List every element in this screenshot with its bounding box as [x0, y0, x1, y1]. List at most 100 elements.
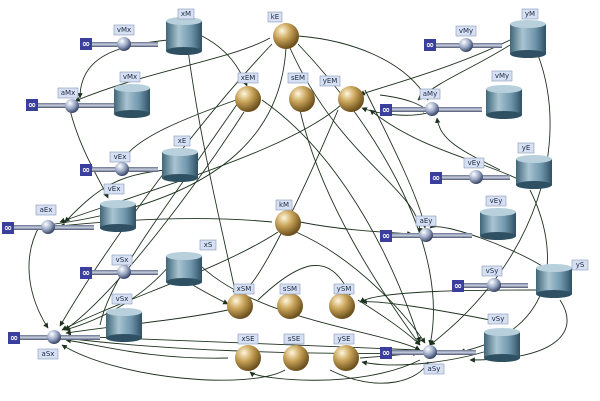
- flow-aSy[interactable]: ∞ aSy: [380, 345, 445, 375]
- stock-xM[interactable]: xM: [166, 8, 202, 55]
- sphere-kM[interactable]: kM: [275, 199, 301, 236]
- sphere-label: xSE: [241, 335, 254, 343]
- flow-aSx[interactable]: ∞ aSx: [8, 330, 61, 360]
- source-symbol: ∞: [82, 268, 90, 279]
- source-symbol: ∞: [82, 39, 90, 50]
- stock-vEy[interactable]: vEy: [480, 195, 516, 240]
- stock-yS[interactable]: yS: [536, 259, 589, 298]
- stock-label: xS: [204, 241, 213, 249]
- stock-label: vEy: [490, 197, 503, 205]
- source-symbol: ∞: [4, 223, 12, 234]
- sphere-xEM[interactable]: xEM: [235, 72, 261, 112]
- sphere-label: xSM: [237, 285, 252, 293]
- auxiliaries: kE xEM sEM yEM kM xSM: [227, 11, 364, 371]
- source-symbol: ∞: [382, 348, 390, 359]
- sphere-sSE[interactable]: sSE: [283, 333, 309, 371]
- sphere-label: xEM: [241, 74, 256, 82]
- source-icon: [80, 267, 92, 279]
- source-icon: [380, 347, 392, 359]
- source-symbol: ∞: [382, 105, 390, 116]
- flow-vSx[interactable]: ∞ vSx: [80, 254, 133, 279]
- stock-xS[interactable]: xS: [166, 239, 217, 286]
- valve-icon: [423, 345, 437, 359]
- flow-vSy[interactable]: ∞ vSy: [452, 265, 503, 292]
- valve-icon: [47, 330, 61, 344]
- source-symbol: ∞: [426, 40, 434, 51]
- sphere-kE[interactable]: kE: [267, 11, 299, 49]
- stock-label: vMx: [123, 73, 137, 81]
- flow-label: vSy: [486, 267, 499, 275]
- stock-label: xE: [178, 137, 187, 145]
- stock-vEx[interactable]: vEx: [100, 183, 136, 232]
- stock-label: vSy: [492, 315, 505, 323]
- flow-vMy[interactable]: ∞ vMy: [424, 25, 477, 52]
- flow-vEy[interactable]: ∞ vEy: [430, 157, 485, 184]
- flow-label: vEx: [114, 153, 127, 161]
- flow-label: aSx: [42, 350, 55, 358]
- valve-icon: [115, 162, 129, 176]
- stock-xE[interactable]: xE: [162, 135, 198, 182]
- flow-aEx[interactable]: ∞ aEx: [2, 204, 57, 234]
- valve-icon: [419, 228, 433, 242]
- stock-label: vMy: [495, 72, 509, 80]
- source-icon: [380, 104, 392, 116]
- flow-label: aSy: [428, 365, 441, 373]
- flow-label: vMx: [117, 26, 131, 34]
- source-symbol: ∞: [454, 281, 462, 292]
- sphere-label: ySM: [337, 285, 352, 293]
- sphere-xSE[interactable]: xSE: [235, 333, 261, 371]
- stock-yM[interactable]: yM: [510, 8, 546, 58]
- valve-icon: [425, 102, 439, 116]
- stock-label: vEx: [108, 185, 121, 193]
- stock-vSy[interactable]: vSy: [484, 313, 520, 362]
- stock-label: xM: [181, 10, 191, 18]
- stock-label: vSx: [116, 295, 129, 303]
- sphere-yEM[interactable]: yEM: [319, 75, 364, 112]
- flow-aMy[interactable]: ∞ aMy: [380, 88, 441, 116]
- source-icon: [2, 222, 14, 234]
- flow-label: aEy: [420, 217, 433, 225]
- stock-vSx[interactable]: vSx: [106, 293, 142, 342]
- sphere-ySM[interactable]: ySM: [329, 283, 355, 319]
- source-icon: [8, 332, 20, 344]
- stocks: xM yM vMx vMy xE: [100, 8, 589, 362]
- sphere-label: yEM: [323, 77, 338, 85]
- sphere-sSM[interactable]: sSM: [277, 283, 303, 319]
- valve-icon: [459, 38, 473, 52]
- source-symbol: ∞: [10, 333, 18, 344]
- sphere-ySE[interactable]: ySE: [333, 333, 359, 371]
- flow-label: vMy: [459, 27, 473, 35]
- stock-label: yE: [522, 144, 531, 152]
- sphere-label: sEM: [291, 74, 305, 82]
- valve-icon: [117, 265, 131, 279]
- source-symbol: ∞: [28, 100, 36, 111]
- source-icon: [80, 38, 92, 50]
- flow-vEx[interactable]: ∞ vEx: [80, 151, 131, 176]
- stock-label: yS: [576, 261, 585, 269]
- sphere-xSM[interactable]: xSM: [227, 283, 255, 319]
- sphere-label: kM: [279, 201, 289, 209]
- sphere-label: sSE: [288, 335, 301, 343]
- flow-label: vSx: [116, 256, 129, 264]
- source-icon: [80, 164, 92, 176]
- sphere-label: ySE: [337, 335, 350, 343]
- source-symbol: ∞: [432, 173, 440, 184]
- flows: ∞ vMx ∞ aMx ∞ vMy ∞ aMy: [2, 24, 503, 375]
- flow-aEy[interactable]: ∞ aEy: [380, 215, 437, 242]
- source-icon: [452, 280, 464, 292]
- stock-vMx[interactable]: vMx: [114, 71, 150, 118]
- source-symbol: ∞: [82, 165, 90, 176]
- valve-icon: [469, 170, 483, 184]
- source-icon: [380, 230, 392, 242]
- valve-icon: [117, 37, 131, 51]
- stock-yE[interactable]: yE: [516, 142, 552, 189]
- stock-vMy[interactable]: vMy: [486, 70, 522, 119]
- sphere-sEM[interactable]: sEM: [287, 72, 315, 112]
- valve-icon: [65, 99, 79, 113]
- source-icon: [424, 39, 436, 51]
- flow-aMx[interactable]: ∞ aMx: [26, 87, 79, 113]
- source-symbol: ∞: [382, 231, 390, 242]
- flow-vMx[interactable]: ∞ vMx: [80, 24, 135, 51]
- flow-label: vEy: [468, 159, 481, 167]
